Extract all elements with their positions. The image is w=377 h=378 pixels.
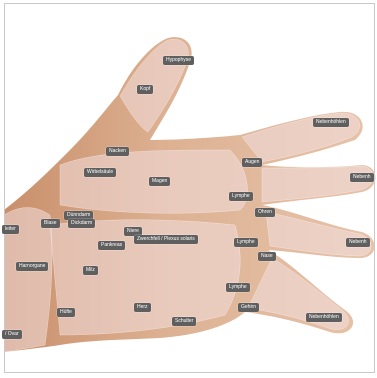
zone-label-leiter[interactable]: leiter	[2, 225, 19, 234]
zone-label-zwerchfell[interactable]: Zwerchfell / Plexus solaris	[134, 235, 198, 244]
zone-label-augen[interactable]: Augen	[242, 158, 262, 167]
zone-label-pankreas[interactable]: Pankreas	[98, 241, 125, 250]
zone-label-gehirn[interactable]: Gehirn	[238, 303, 259, 312]
zone-label-schulter[interactable]: Schulter	[172, 317, 196, 326]
zone-label-blase[interactable]: Blase	[41, 219, 60, 228]
zone-label-dickdarm[interactable]: Dickdarm	[68, 219, 95, 228]
zone-label-nebenhoehlen-2[interactable]: Nebenh	[350, 173, 374, 182]
zone-label-nacken[interactable]: Nacken	[106, 147, 129, 156]
zone-label-lymphe-3[interactable]: Lymphe	[226, 283, 250, 292]
zone-label-harnorgane[interactable]: Harnorgane	[16, 262, 48, 271]
zone-label-ohren[interactable]: Ohren	[255, 208, 275, 217]
zone-label-nebenhoehlen[interactable]: Nebenhöhlen	[313, 118, 349, 127]
zone-label-nebenhoehlen-3[interactable]: Nebenh	[346, 238, 370, 247]
zone-label-milz[interactable]: Milz	[83, 266, 98, 275]
zone-label-nase[interactable]: Nase	[258, 252, 276, 261]
zone-label-ovar[interactable]: / Ovar	[2, 330, 22, 339]
zone-label-huefte[interactable]: Hüfte	[57, 308, 75, 317]
zone-label-herz[interactable]: Herz	[134, 303, 151, 312]
zone-label-nebenhoehlen-4[interactable]: Nebenhöhlen	[306, 313, 342, 322]
zone-label-wirbelsaeule[interactable]: Wirbelsäule	[84, 168, 116, 177]
zone-label-hypophyse[interactable]: Hypophyse	[163, 56, 194, 65]
zone-label-lymphe-1[interactable]: Lymphe	[229, 192, 253, 201]
zone-label-kopf[interactable]: Kopf	[137, 85, 153, 94]
zone-label-lymphe-2[interactable]: Lymphe	[234, 238, 258, 247]
zone-label-magen[interactable]: Magen	[149, 177, 170, 186]
